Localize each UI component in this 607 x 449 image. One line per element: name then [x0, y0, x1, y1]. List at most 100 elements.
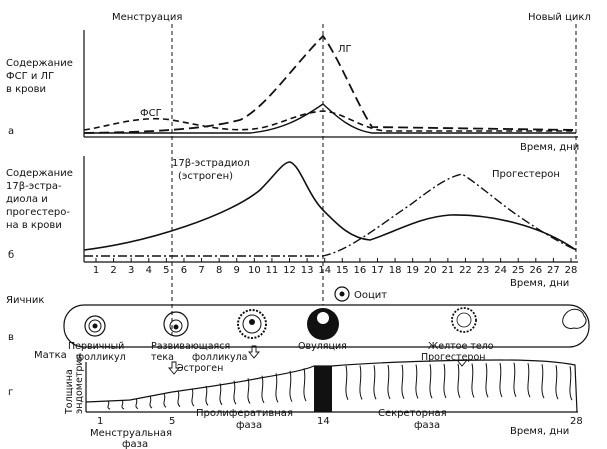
panel-g-time-label: Время, дни	[510, 426, 569, 437]
panel-b-ylabel-line-1: Содержание	[6, 168, 73, 179]
endometrial-gland	[401, 364, 405, 399]
day-tick-label: 20	[424, 265, 437, 276]
lh-curve	[83, 34, 577, 134]
panel-a: Содержание ФСГ и ЛГ в крови а ФСГ ЛГ Вре…	[6, 30, 579, 153]
developing-follicle-icon	[163, 311, 189, 337]
phase-menstrual-line-2: фаза	[122, 439, 148, 449]
panel-g-letter: г	[8, 387, 13, 398]
day-tick-label: 23	[477, 265, 490, 276]
panel-g: Матка г Толщина эндометрия 1 5 14 28 Мен…	[8, 350, 583, 449]
phase-proliferative-line-2: фаза	[236, 420, 262, 431]
day-mark-1: 1	[97, 416, 103, 427]
day-tick-label: 24	[494, 265, 507, 276]
estradiol-label-line-1: 17β-эстрадиол	[172, 158, 250, 169]
stage-primary-line-1: Первичный	[68, 341, 124, 352]
estrogen-arrow-1-icon	[168, 361, 180, 375]
day-tick-label: 4	[146, 265, 152, 276]
day-tick-label: 14	[318, 265, 331, 276]
ovulation-icon	[307, 308, 339, 340]
phase-menstrual-line-1: Менструальная	[90, 428, 172, 439]
estradiol-curve	[83, 161, 577, 251]
stage-corpus-luteum-line-1: Желтое тело	[428, 341, 494, 352]
endometrial-gland	[429, 364, 433, 399]
endometrial-gland	[191, 388, 195, 407]
panel-a-ylabel-line-1: Содержание	[6, 58, 73, 69]
panel-b-time-label: Время, дни	[510, 278, 569, 289]
endometrial-gland	[135, 398, 139, 410]
endometrial-gland	[387, 364, 391, 400]
corpus-albicans-icon	[562, 308, 587, 329]
endometrial-gland	[541, 364, 545, 399]
endometrial-gland	[373, 365, 377, 400]
endometrial-gland	[289, 370, 293, 402]
panel-v: Яичник в Ооцит	[6, 286, 590, 375]
corpus-luteum-icon	[451, 307, 477, 333]
thickness-label-line-1: Толщина	[64, 369, 75, 415]
endometrial-gland	[513, 362, 517, 397]
panel-b-ylabel-line-4: прогестеро-	[6, 207, 70, 218]
progesterone-label: Прогестерон	[492, 169, 560, 180]
endometrial-gland	[261, 375, 265, 404]
day-tick-label: 12	[283, 265, 296, 276]
fsh-curve	[83, 110, 576, 132]
uterus-label: Матка	[34, 350, 67, 361]
endometrium-outline	[85, 359, 578, 413]
fsh-label: ФСГ	[140, 108, 162, 119]
endometrial-gland	[555, 365, 559, 400]
panel-a-ylabel-line-2: ФСГ и ЛГ	[6, 71, 54, 82]
panel-b-letter: б	[8, 250, 14, 261]
day-tick-label: 26	[529, 265, 542, 276]
endometrial-gland	[233, 380, 237, 405]
day-tick-label: 13	[301, 265, 314, 276]
panel-b: Содержание 17β-эстра- диола и прогестеро…	[6, 156, 578, 289]
estrogen-arrow-2-icon	[248, 345, 260, 359]
day-tick-label: 17	[371, 265, 384, 276]
panel-a-time-label: Время, дни	[520, 142, 579, 153]
panel-a-ylabel-line-3: в крови	[6, 84, 46, 95]
endometrial-gland	[499, 362, 503, 398]
stage-primary-line-2: фолликул	[76, 352, 126, 363]
panel-b-ylabel-line-2: 17β-эстра-	[6, 181, 62, 192]
endometrial-gland	[415, 364, 419, 399]
endometrial-gland	[359, 365, 363, 400]
panel-a-letter: а	[8, 126, 14, 137]
endometrial-gland	[569, 366, 573, 401]
estradiol-label-line-2: (эстроген)	[178, 171, 233, 182]
day-tick-label: 28	[565, 265, 578, 276]
day-mark-5: 5	[169, 416, 175, 427]
primary-follicle-icon	[84, 315, 106, 337]
day-tick-label: 27	[547, 265, 560, 276]
stage-developing-line-1: Развивающаяся	[151, 341, 230, 352]
oocyte-label: Ооцит	[354, 290, 387, 301]
ovulation-endometrium-block	[314, 366, 332, 412]
day-tick-label: 10	[248, 265, 261, 276]
endometrial-gland	[485, 363, 489, 398]
phase-proliferative-line-1: Пролиферативная	[196, 408, 293, 419]
endometrial-gland	[457, 363, 461, 398]
day-tick-label: 25	[512, 265, 525, 276]
endometrial-gland	[443, 363, 447, 399]
day-mark-28: 28	[570, 416, 583, 427]
maturing-follicle-icon	[237, 309, 267, 339]
stage-developing-line-2: тека	[151, 352, 174, 363]
endometrial-gland	[471, 363, 475, 398]
day-tick-label: 21	[441, 265, 454, 276]
day-mark-14: 14	[317, 416, 330, 427]
stage-developing-line-3: фолликула	[192, 352, 248, 363]
day-tick-label: 8	[216, 265, 222, 276]
day-tick-label: 7	[198, 265, 204, 276]
endometrial-gland	[247, 378, 251, 404]
endometrial-gland	[275, 373, 279, 403]
oocyte-icon	[334, 286, 350, 302]
endometrial-glands	[107, 362, 573, 410]
panel-b-ylabel-line-5: на в крови	[6, 220, 62, 231]
day-tick-label: 22	[459, 265, 472, 276]
stage-ovulation-line-1: Овуляция	[298, 341, 347, 352]
ovary-label: Яичник	[6, 295, 44, 306]
endometrial-gland	[345, 365, 349, 400]
day-tick-label: 11	[266, 265, 279, 276]
stage-corpus-luteum-line-2: Прогестерон	[421, 352, 485, 363]
day-tick-label: 18	[389, 265, 402, 276]
panel-b-ylabel-line-3: диола и	[6, 194, 48, 205]
